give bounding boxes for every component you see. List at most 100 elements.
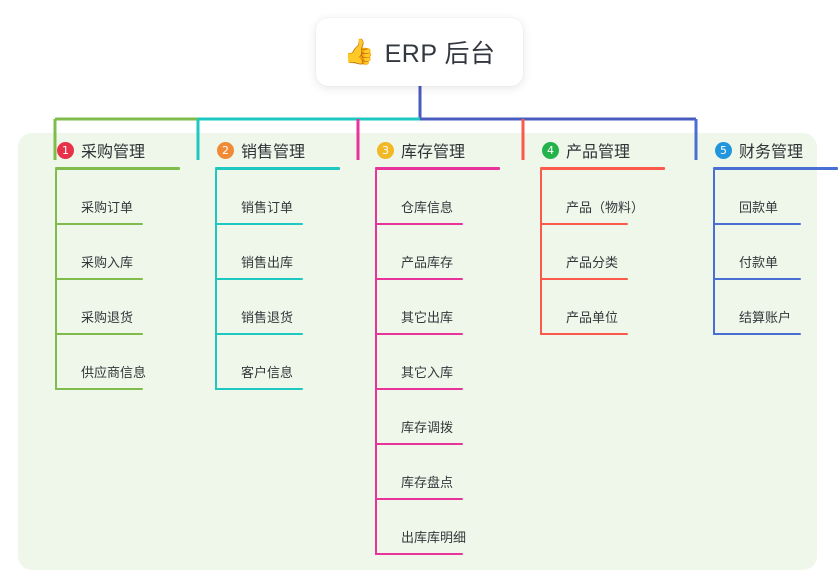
branch-item[interactable]: 仓库信息 — [375, 170, 515, 225]
branch-item-underline — [375, 223, 463, 225]
branch-item-label: 销售出库 — [241, 255, 294, 270]
branch-header-5[interactable]: 5 财务管理 — [693, 133, 839, 167]
branch-header-3[interactable]: 3 库存管理 — [355, 133, 515, 167]
branch-item-label: 库存调拨 — [401, 420, 454, 435]
branch-item-label: 结算账户 — [739, 310, 792, 325]
branch-item-label: 销售订单 — [241, 200, 294, 215]
branch-header-1[interactable]: 1 采购管理 — [35, 133, 195, 167]
branch-items: 销售订单销售出库销售退货客户信息 — [215, 170, 355, 390]
branch-title: 财务管理 — [739, 144, 804, 161]
branch-item-label: 产品单位 — [566, 310, 619, 325]
branch-item-label: 库存盘点 — [401, 475, 454, 490]
branch-item-underline — [713, 223, 801, 225]
branch-item[interactable]: 库存盘点 — [375, 445, 515, 500]
branch-item[interactable]: 库存调拨 — [375, 390, 515, 445]
branch-item-label: 产品库存 — [401, 255, 454, 270]
branch-item-label: 采购订单 — [81, 200, 134, 215]
branch-items: 仓库信息产品库存其它出库其它入库库存调拨库存盘点出库库明细 — [375, 170, 515, 555]
branch-spine — [215, 170, 217, 390]
branch-underline — [540, 167, 665, 170]
branch-spine — [375, 170, 377, 555]
branch-spine — [55, 170, 57, 390]
branch-number-badge: 5 — [715, 141, 732, 159]
branch-item[interactable]: 付款单 — [713, 225, 839, 280]
branch-items: 回款单付款单结算账户 — [713, 170, 839, 335]
branch-number-badge: 3 — [377, 141, 394, 159]
branch-items: 产品（物料） 产品分类产品单位 — [540, 170, 680, 335]
branch-item-underline — [713, 333, 801, 335]
branch-number-badge: 2 — [217, 141, 234, 159]
branch-underline — [55, 167, 180, 170]
branch-header-2[interactable]: 2 销售管理 — [195, 133, 355, 167]
branch-number-badge: 4 — [542, 141, 559, 159]
branch-item-underline — [215, 278, 303, 280]
branch-spine — [540, 170, 542, 335]
branch-column-3: 3 库存管理仓库信息产品库存其它出库其它入库库存调拨库存盘点出库库明细 — [355, 133, 515, 555]
branch-item-underline — [540, 278, 628, 280]
branch-item-label: 销售退货 — [241, 310, 294, 325]
branch-item-label: 其它入库 — [401, 365, 454, 380]
branch-item-underline — [55, 388, 143, 390]
branch-item-label: 其它出库 — [401, 310, 454, 325]
branch-item-underline — [55, 223, 143, 225]
branch-header-4[interactable]: 4 产品管理 — [520, 133, 680, 167]
branch-item-underline — [55, 333, 143, 335]
branch-item-underline — [375, 333, 463, 335]
branch-item-label: 付款单 — [739, 255, 779, 270]
branch-item-underline — [215, 223, 303, 225]
branch-item[interactable]: 结算账户 — [713, 280, 839, 335]
branch-item-label: 采购退货 — [81, 310, 134, 325]
branch-column-2: 2 销售管理销售订单销售出库销售退货客户信息 — [195, 133, 355, 390]
branch-item-underline — [375, 553, 463, 555]
branch-item[interactable]: 供应商信息 — [55, 335, 195, 390]
root-title: ERP 后台 — [384, 40, 496, 68]
branch-spine — [713, 170, 715, 335]
branch-title: 库存管理 — [401, 144, 466, 161]
branch-item-label: 回款单 — [739, 200, 779, 215]
branch-item-label: 产品（物料） — [566, 200, 645, 215]
branch-item[interactable]: 产品（物料） — [540, 170, 680, 225]
branch-item-underline — [215, 388, 303, 390]
branch-item[interactable]: 销售退货 — [215, 280, 355, 335]
branches-background-panel — [18, 133, 817, 570]
branch-item-label: 采购入库 — [81, 255, 134, 270]
branch-underline — [215, 167, 340, 170]
branch-item-label: 产品分类 — [566, 255, 619, 270]
branch-item-underline — [375, 498, 463, 500]
branch-number-badge: 1 — [57, 141, 74, 159]
branch-item-underline — [540, 223, 628, 225]
branch-item-label: 供应商信息 — [81, 365, 147, 380]
branch-title: 销售管理 — [241, 144, 306, 161]
branch-item[interactable]: 客户信息 — [215, 335, 355, 390]
branch-item[interactable]: 销售订单 — [215, 170, 355, 225]
branch-item[interactable]: 其它入库 — [375, 335, 515, 390]
branch-item[interactable]: 产品分类 — [540, 225, 680, 280]
branch-item[interactable]: 出库库明细 — [375, 500, 515, 555]
branch-item[interactable]: 采购订单 — [55, 170, 195, 225]
branch-title: 采购管理 — [81, 144, 146, 161]
branch-item-underline — [375, 443, 463, 445]
branch-item[interactable]: 采购退货 — [55, 280, 195, 335]
branch-item-underline — [375, 278, 463, 280]
branch-item-label: 仓库信息 — [401, 200, 454, 215]
branch-item[interactable]: 回款单 — [713, 170, 839, 225]
branch-item[interactable]: 其它出库 — [375, 280, 515, 335]
branch-underline — [713, 167, 838, 170]
branch-column-1: 1 采购管理采购订单采购入库采购退货供应商信息 — [35, 133, 195, 390]
branch-item-underline — [540, 333, 628, 335]
branch-item-underline — [713, 278, 801, 280]
branch-title: 产品管理 — [566, 144, 631, 161]
branch-item[interactable]: 产品库存 — [375, 225, 515, 280]
branch-item[interactable]: 销售出库 — [215, 225, 355, 280]
branch-item[interactable]: 采购入库 — [55, 225, 195, 280]
branch-item-label: 客户信息 — [241, 365, 294, 380]
branch-item-label: 出库库明细 — [401, 530, 467, 545]
root-node[interactable]: 👍 ERP 后台 — [316, 18, 523, 86]
branch-columns: 1 采购管理采购订单采购入库采购退货供应商信息 2 销售管理销售订单销售出库销售退货客… — [18, 133, 838, 570]
branch-column-4: 4 产品管理产品（物料） 产品分类产品单位 — [520, 133, 680, 335]
branch-item-underline — [215, 333, 303, 335]
branch-column-5: 5 财务管理回款单付款单结算账户 — [693, 133, 839, 335]
branch-item[interactable]: 产品单位 — [540, 280, 680, 335]
branch-items: 采购订单采购入库采购退货供应商信息 — [55, 170, 195, 390]
